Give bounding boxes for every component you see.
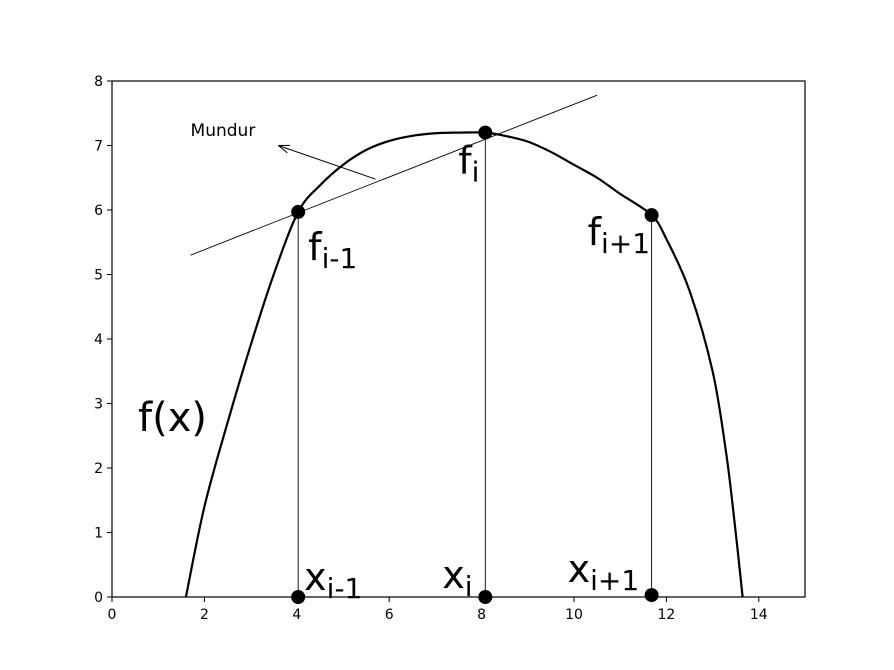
x-tick-label: 6 <box>385 607 394 623</box>
y-tick-label: 1 <box>94 526 103 542</box>
annotation-label: Mundur <box>191 121 256 141</box>
point-label-main: x <box>442 553 465 597</box>
point-label-subscript: i <box>472 156 480 189</box>
point-label: fi-1 <box>308 225 357 275</box>
chart-marks <box>184 94 744 604</box>
point-label: xi-1 <box>304 555 362 605</box>
x-tick-label: 0 <box>108 607 117 623</box>
y-tick-label: 5 <box>94 268 103 284</box>
point-label-subscript: i+1 <box>590 564 639 597</box>
curve-label: f(x) <box>138 395 207 441</box>
data-point <box>644 208 659 223</box>
x-tick-label: 12 <box>657 607 675 623</box>
y-tick-label: 7 <box>94 139 103 155</box>
y-tick-label: 6 <box>94 203 103 219</box>
point-label-main: f <box>588 210 603 254</box>
x-tick-label: 14 <box>750 607 768 623</box>
tangent-line <box>190 94 598 256</box>
point-label-subscript: i+1 <box>601 227 650 260</box>
point-label: xi <box>442 553 472 603</box>
point-label-subscript: i <box>465 570 473 603</box>
point-label: xi+1 <box>568 547 640 597</box>
x-tick-label: 2 <box>200 607 209 623</box>
annotation-arrow-head <box>278 144 291 154</box>
point-label: fi+1 <box>588 210 650 260</box>
x-axis: 0 2 4 6 8 10 12 14 <box>108 597 768 623</box>
data-point <box>478 590 493 604</box>
point-label-main: f <box>308 225 323 269</box>
y-tick-label: 4 <box>94 332 103 348</box>
y-tick-label: 2 <box>94 461 103 477</box>
point-label-main: x <box>568 547 591 591</box>
point-label-main: f <box>458 139 473 183</box>
x-tick-label: 8 <box>477 607 486 623</box>
y-tick-label: 3 <box>94 397 103 413</box>
y-tick-label: 8 <box>94 74 103 90</box>
x-tick-label: 4 <box>292 607 301 623</box>
point-label: fi <box>458 139 479 189</box>
y-axis: 0 1 2 3 4 5 6 7 8 <box>94 74 112 606</box>
point-label-main: x <box>304 555 327 599</box>
x-tick-label: 10 <box>565 607 583 623</box>
curve-fx <box>184 131 744 598</box>
point-label-subscript: i-1 <box>322 242 358 275</box>
data-point <box>291 204 306 219</box>
data-point <box>478 125 493 140</box>
data-point <box>644 588 659 603</box>
data-point <box>291 590 306 604</box>
point-label-subscript: i-1 <box>327 572 363 605</box>
y-tick-label: 0 <box>94 590 103 606</box>
annotation-arrow-line <box>278 145 376 180</box>
